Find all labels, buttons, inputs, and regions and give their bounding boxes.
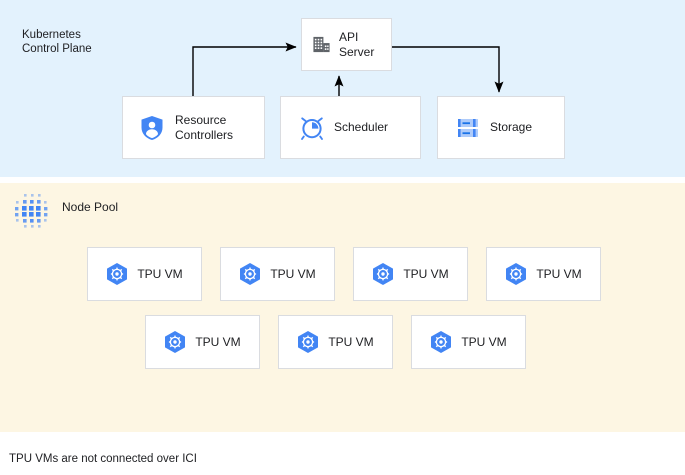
tpu-hexagon-gear-icon [372,262,394,286]
tpu-hexagon-gear-icon [106,262,128,286]
alarm-clock-icon [299,115,325,141]
tpu-vm-card[interactable]: TPU VM [353,247,468,301]
node-resource-controllers[interactable]: Resource Controllers [122,96,265,159]
tpu-hexagon-gear-icon [239,262,261,286]
node-pool-dots-icon [11,191,55,231]
tpu-vm-card[interactable]: TPU VM [411,315,526,369]
tpu-vm-label: TPU VM [195,334,241,349]
node-storage-label: Storage [490,120,533,134]
node-scheduler[interactable]: Scheduler [280,96,421,159]
node-api-server-label: API Server [339,29,375,59]
tpu-vm-label: TPU VM [328,334,374,349]
tpu-hexagon-gear-icon [297,330,319,354]
building-icon [312,35,331,54]
tpu-vm-label: TPU VM [461,334,507,349]
server-rack-icon [456,116,480,140]
tpu-vm-label: TPU VM [137,266,183,281]
tpu-vm-card[interactable]: TPU VM [486,247,601,301]
tpu-vm-label: TPU VM [403,266,449,281]
tpu-vm-card[interactable]: TPU VM [278,315,393,369]
node-api-server[interactable]: API Server [301,18,392,71]
node-storage[interactable]: Storage [437,96,565,159]
node-resource-controllers-label: Resource Controllers [175,112,234,142]
tpu-vm-card[interactable]: TPU VM [220,247,335,301]
tpu-hexagon-gear-icon [430,330,452,354]
tpu-vm-card[interactable]: TPU VM [87,247,202,301]
shield-person-icon [140,115,164,141]
node-scheduler-label: Scheduler [334,120,389,134]
tpu-hexagon-gear-icon [505,262,527,286]
control-plane-title: Kubernetes Control Plane [22,29,92,55]
node-pool-panel [0,183,685,432]
diagram-caption: TPU VMs are not connected over ICI [9,453,197,465]
tpu-vm-label: TPU VM [270,266,316,281]
tpu-vm-label: TPU VM [536,266,582,281]
node-pool-title: Node Pool [62,200,119,214]
tpu-vm-card[interactable]: TPU VM [145,315,260,369]
tpu-hexagon-gear-icon [164,330,186,354]
